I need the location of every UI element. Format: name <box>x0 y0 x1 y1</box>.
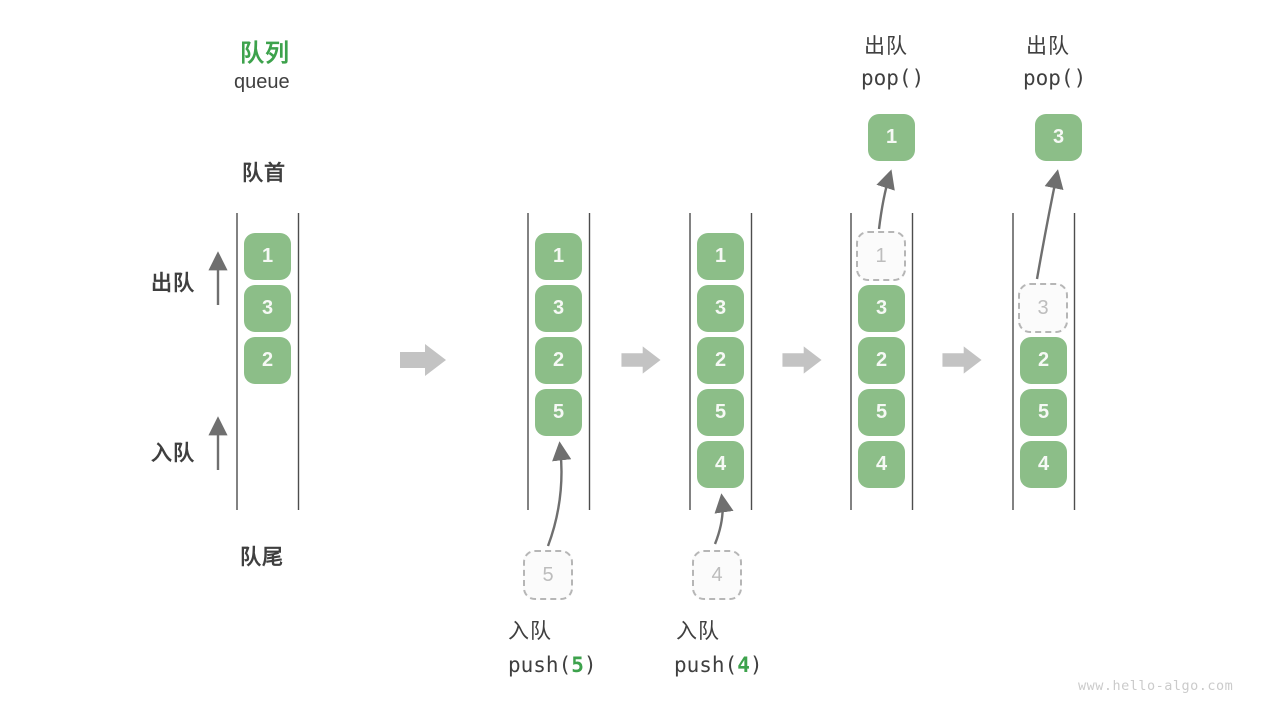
op-code-text: ) <box>583 653 597 677</box>
popped-element: 1 <box>868 114 915 161</box>
op-code-text: ) <box>749 653 763 677</box>
op-code-text: pop() <box>861 66 925 90</box>
transition-arrow <box>782 346 822 374</box>
enqueue-arrow <box>546 441 572 547</box>
op-code: pop() <box>1023 66 1086 90</box>
dequeue-arrow <box>876 169 895 230</box>
queue-rear-label: 队尾 <box>240 546 284 569</box>
enqueue-side-label: 入队 <box>151 442 195 465</box>
op-code: pop() <box>861 66 924 90</box>
queue-cell: 1 <box>697 233 744 280</box>
queue-cell: 2 <box>697 337 744 384</box>
popped-element: 3 <box>1035 114 1082 161</box>
op-label-dequeue: 出队 <box>1026 35 1070 58</box>
transition-arrow <box>621 346 661 374</box>
queue-cell: 5 <box>858 389 905 436</box>
transition-arrow <box>400 344 446 376</box>
queue-cell: 5 <box>697 389 744 436</box>
op-code-argument: 4 <box>737 653 750 677</box>
op-code: push(5) <box>508 653 597 677</box>
op-code-text: pop() <box>1023 66 1087 90</box>
pending-element: 4 <box>692 550 742 600</box>
op-label-enqueue: 入队 <box>508 620 552 643</box>
op-code: push(4) <box>674 653 763 677</box>
queue-cell: 5 <box>1020 389 1067 436</box>
queue-front-label: 队首 <box>242 162 286 185</box>
queue-cell: 1 <box>535 233 582 280</box>
enqueue-arrow <box>713 493 734 545</box>
dequeue-arrow <box>1035 169 1064 280</box>
queue-cell: 4 <box>1020 441 1067 488</box>
queue-cell: 5 <box>535 389 582 436</box>
op-code-argument: 5 <box>571 653 584 677</box>
diagram-title: 队列 <box>240 40 290 67</box>
op-code-text: push( <box>674 653 738 677</box>
queue-cell: 3 <box>244 285 291 332</box>
queue-cell-ghost: 1 <box>856 231 906 281</box>
queue-cell: 2 <box>244 337 291 384</box>
queue-cell: 4 <box>858 441 905 488</box>
queue-cell: 3 <box>858 285 905 332</box>
transition-arrow <box>942 346 982 374</box>
op-label-enqueue: 入队 <box>676 620 720 643</box>
diagram-subtitle: queue <box>234 71 290 93</box>
dequeue-side-label: 出队 <box>151 272 195 295</box>
queue-cell: 3 <box>697 285 744 332</box>
pending-element: 5 <box>523 550 573 600</box>
queue-cell: 2 <box>858 337 905 384</box>
op-label-dequeue: 出队 <box>864 35 908 58</box>
op-code-text: push( <box>508 653 572 677</box>
queue-cell: 1 <box>244 233 291 280</box>
watermark: www.hello-algo.com <box>1078 678 1234 694</box>
queue-cell: 4 <box>697 441 744 488</box>
queue-cell: 2 <box>1020 337 1067 384</box>
queue-cell-ghost: 3 <box>1018 283 1068 333</box>
queue-cell: 3 <box>535 285 582 332</box>
queue-cell: 2 <box>535 337 582 384</box>
